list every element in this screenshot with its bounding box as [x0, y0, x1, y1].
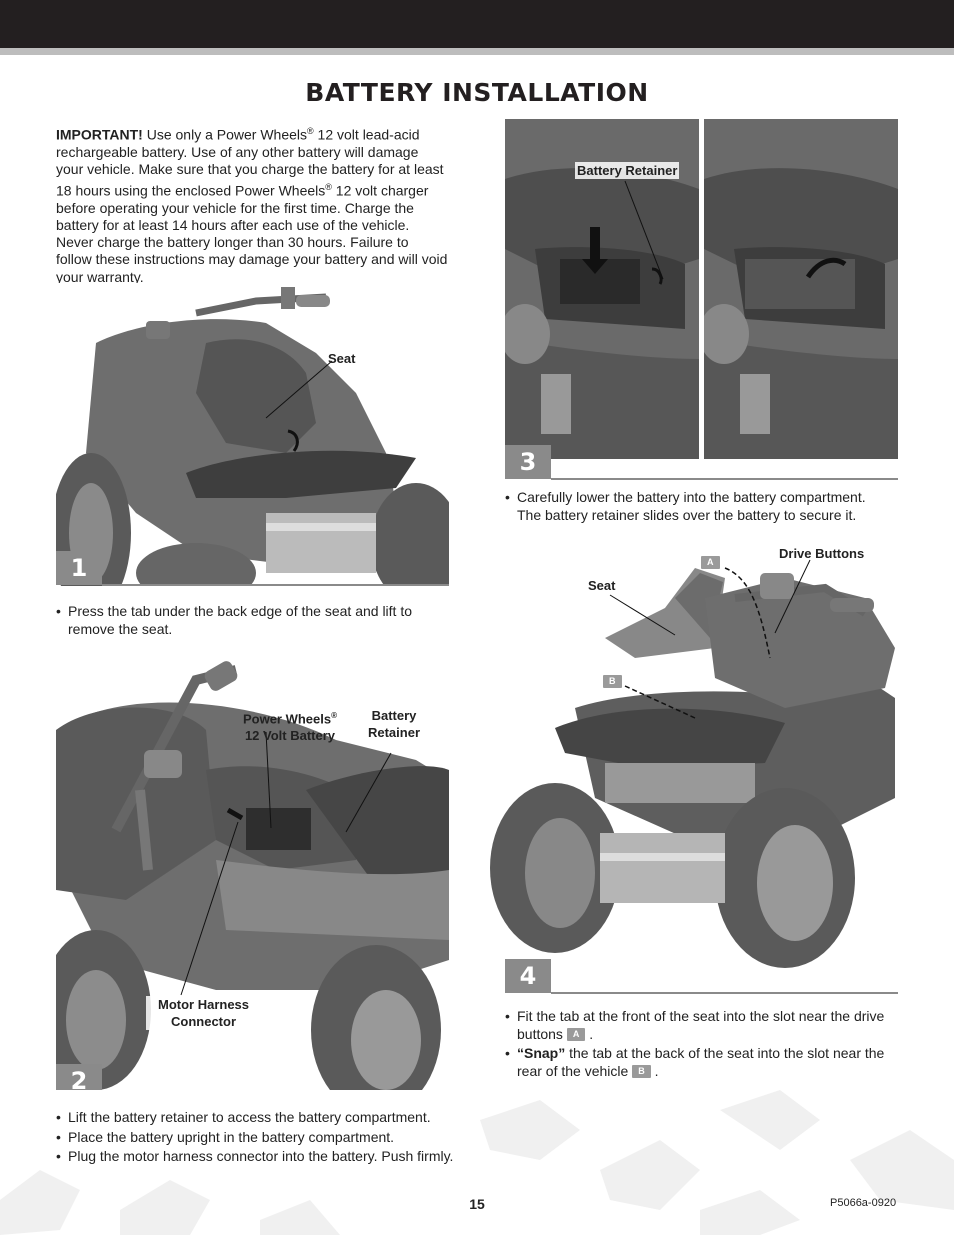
step-rule [551, 478, 898, 480]
page-number: 15 [469, 1196, 485, 1212]
bullet-text: the tab at the back of the seat into the… [517, 1045, 885, 1079]
intro-paragraph: IMPORTANT! Use only a Power Wheels® 12 v… [56, 123, 448, 286]
atv-battery-compartment-image [56, 661, 449, 1090]
step2-badge: 2 [56, 1064, 449, 1090]
label-seat: Seat [328, 351, 356, 366]
reg-mark: ® [331, 711, 338, 720]
label-battery: Power Wheels® 12 Volt Battery [224, 707, 356, 744]
bullet-end: . [654, 1062, 659, 1079]
list-item: Carefully lower the battery into the bat… [505, 489, 885, 524]
intro-text-3: 12 volt charger before operating your ve… [56, 182, 448, 285]
step3-instructions: Carefully lower the battery into the bat… [505, 489, 885, 526]
page-title: BATTERY INSTALLATION [305, 78, 649, 107]
label-battery-retainer: Battery Retainer [575, 162, 680, 179]
list-item: Press the tab under the back edge of the… [56, 603, 436, 638]
intro-text-1: Use only a Power Wheels [142, 126, 308, 143]
label-battery-line1: Power Wheels [242, 711, 332, 727]
label-retainer-line1: Battery [371, 708, 417, 723]
step1-instructions: Press the tab under the back edge of the… [56, 603, 436, 640]
step4-badge: 4 [505, 959, 898, 994]
step4-instructions: Fit the tab at the front of the seat int… [505, 1008, 895, 1082]
reg-mark: ® [307, 126, 314, 136]
atv-seat-replacement-image [490, 559, 895, 968]
label-motor-harness: Motor Harness Connector [146, 996, 261, 1030]
step-number: 1 [56, 551, 102, 585]
step-rule [551, 992, 898, 994]
atv-seat-removal-image [56, 287, 449, 586]
intro-text-2: 12 volt lead-acid rechargeable battery. … [56, 126, 444, 199]
step2-illustration: Power Wheels® 12 Volt Battery Battery Re… [56, 660, 449, 1090]
list-item: Plug the motor harness connector into th… [56, 1148, 456, 1166]
tag-a: A [701, 556, 720, 569]
step1-illustration: Seat 1 [56, 283, 449, 586]
list-item: “Snap” the tab at the back of the seat i… [505, 1045, 895, 1080]
step-rule [102, 584, 449, 586]
list-item: Lift the battery retainer to access the … [56, 1109, 456, 1127]
list-item: Place the battery upright in the battery… [56, 1129, 456, 1147]
battery-lowering-images [505, 119, 898, 459]
reg-mark: ® [325, 181, 332, 192]
tag-b: B [632, 1065, 651, 1079]
label-battery-retainer: Battery Retainer [356, 707, 432, 741]
list-item: Fit the tab at the front of the seat int… [505, 1008, 895, 1043]
label-retainer-line2: Retainer [367, 725, 421, 740]
bullet-end: . [589, 1025, 594, 1042]
header-bar [0, 0, 954, 48]
tag-b: B [603, 675, 622, 688]
step-number: 3 [505, 445, 551, 479]
tread-texture-background [0, 1090, 954, 1235]
step-number: 2 [56, 1064, 102, 1090]
tag-a: A [566, 1028, 586, 1042]
label-seat: Seat [588, 578, 616, 593]
snap-emphasis: “Snap” [517, 1045, 566, 1061]
document-code: P5066a-0920 [830, 1197, 897, 1209]
header-stripe [0, 48, 954, 55]
label-motor-line2: Connector [171, 1014, 236, 1029]
step-number: 4 [505, 959, 551, 993]
step4-illustration: Seat Drive Buttons A B 4 [485, 538, 898, 998]
step3-badge: 3 [505, 445, 898, 480]
step2-instructions: Lift the battery retainer to access the … [56, 1109, 456, 1168]
step3-illustration: Battery Retainer 3 [505, 119, 898, 481]
important-label: IMPORTANT! [56, 126, 143, 143]
label-battery-line2: 12 Volt Battery [244, 728, 336, 744]
step1-badge: 1 [56, 551, 449, 586]
label-drive-buttons: Drive Buttons [779, 546, 865, 561]
bullet-text: Fit the tab at the front of the seat int… [517, 1008, 885, 1042]
label-motor-line1: Motor Harness [157, 997, 250, 1012]
